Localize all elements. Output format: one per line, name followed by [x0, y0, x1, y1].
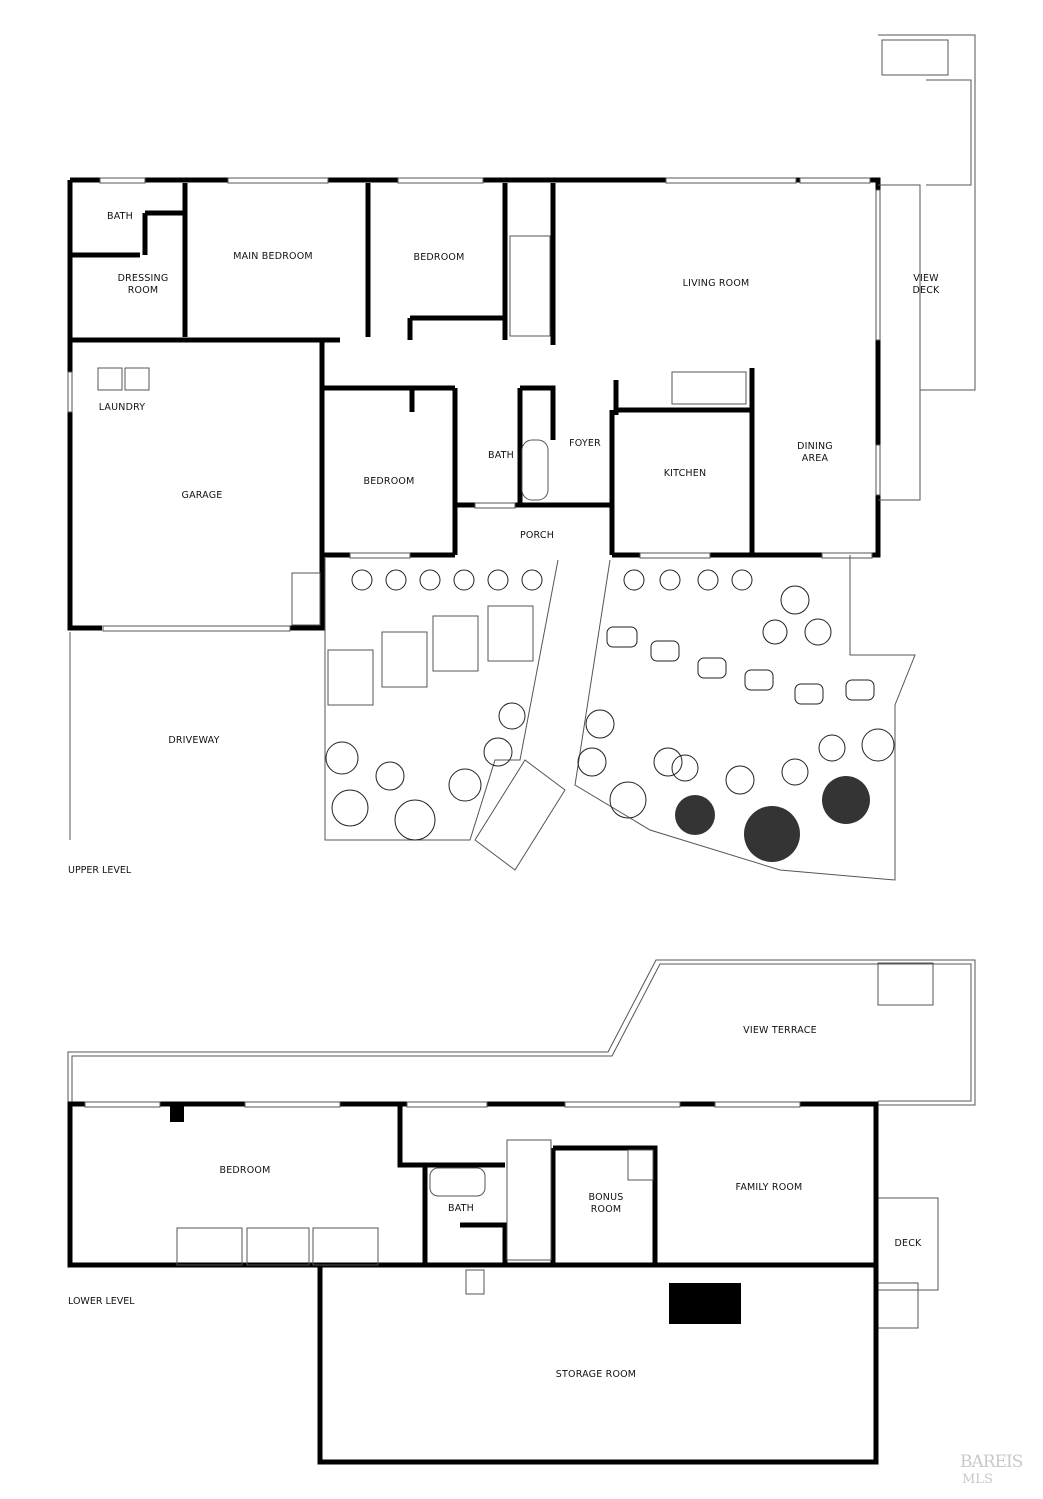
room-label: BEDROOM	[219, 1165, 271, 1176]
room-label: BEDROOM	[363, 476, 415, 487]
room-label: KITCHEN	[663, 468, 707, 479]
room-label: DECK	[894, 1238, 922, 1249]
room-label: FAMILY ROOM	[735, 1182, 803, 1193]
lower-walls	[67, 1101, 879, 1465]
upper-walls	[67, 177, 881, 631]
lower-windows	[84, 1101, 801, 1108]
landscape-plants	[325, 569, 895, 841]
room-label: DINING AREA	[797, 441, 833, 464]
room-label: FOYER	[569, 438, 601, 449]
room-label: BATH	[487, 450, 515, 461]
dark-trees	[675, 776, 870, 862]
room-label: MAIN BEDROOM	[233, 251, 313, 262]
watermark-brand: BAREIS	[960, 1452, 1023, 1472]
room-label: BATH	[447, 1203, 475, 1214]
room-label: DRIVEWAY	[168, 735, 220, 746]
lower-solids	[170, 1104, 741, 1324]
room-label: BONUS ROOM	[588, 1192, 624, 1215]
room-label: BATH	[106, 211, 134, 222]
room-label: DRESSING ROOM	[117, 273, 169, 296]
room-label: PORCH	[519, 530, 555, 541]
windows	[67, 177, 881, 632]
room-label: VIEW DECK	[912, 273, 940, 296]
level-label: LOWER LEVEL	[68, 1296, 135, 1307]
lower-fixtures	[176, 1139, 654, 1295]
room-label: VIEW TERRACE	[743, 1025, 817, 1036]
decks-and-stairs	[97, 34, 976, 881]
level-label: UPPER LEVEL	[68, 865, 132, 876]
room-label: LAUNDRY	[98, 402, 146, 413]
room-label: GARAGE	[181, 490, 223, 501]
view-terrace	[67, 959, 976, 1329]
room-label: LIVING ROOM	[682, 278, 750, 289]
watermark-sub: MLS	[962, 1472, 993, 1487]
room-label: STORAGE ROOM	[555, 1369, 637, 1380]
room-label: BEDROOM	[413, 252, 465, 263]
